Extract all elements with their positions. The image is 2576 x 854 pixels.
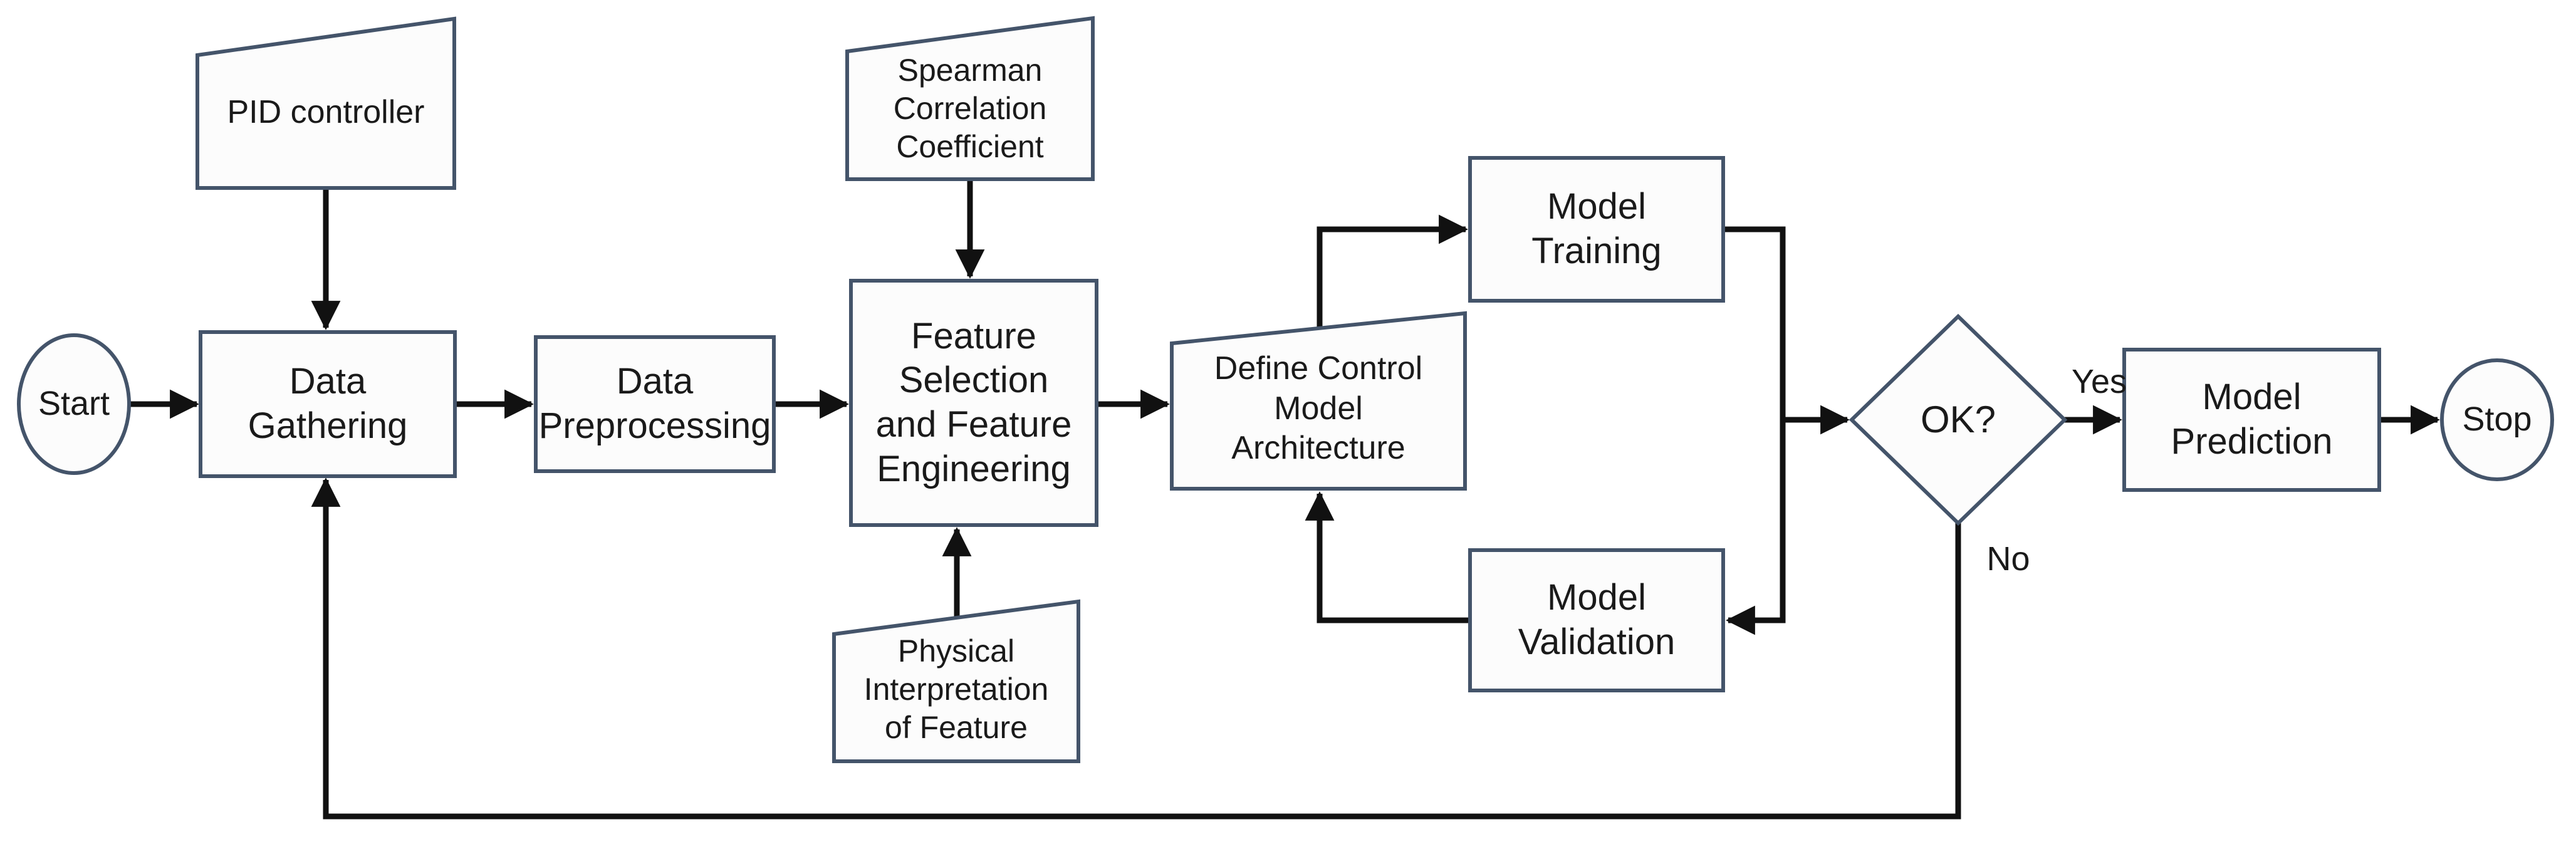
data-preprocessing-shape (534, 335, 776, 473)
model-training-shape (1468, 156, 1725, 303)
edge-decision-no-to-data-gathering (311, 477, 1961, 820)
define-architecture-shape (1170, 311, 1467, 491)
physical-interpretation-shape (832, 599, 1080, 763)
edge-define-to-model-training (1317, 214, 1468, 328)
start-terminator-shape (17, 333, 131, 475)
model-validation-shape (1468, 548, 1725, 692)
spearman-shape (845, 16, 1095, 181)
pid-controller-shape (196, 16, 456, 190)
model-prediction-shape (2122, 348, 2381, 492)
data-gathering-shape (199, 330, 457, 478)
feature-selection-shape (849, 279, 1098, 527)
edge-model-training-to-validation (1723, 226, 1786, 635)
stop-terminator-shape (2440, 358, 2554, 481)
edge-validation-to-define (1305, 491, 1470, 623)
decision-diamond-shape (1849, 313, 2068, 526)
